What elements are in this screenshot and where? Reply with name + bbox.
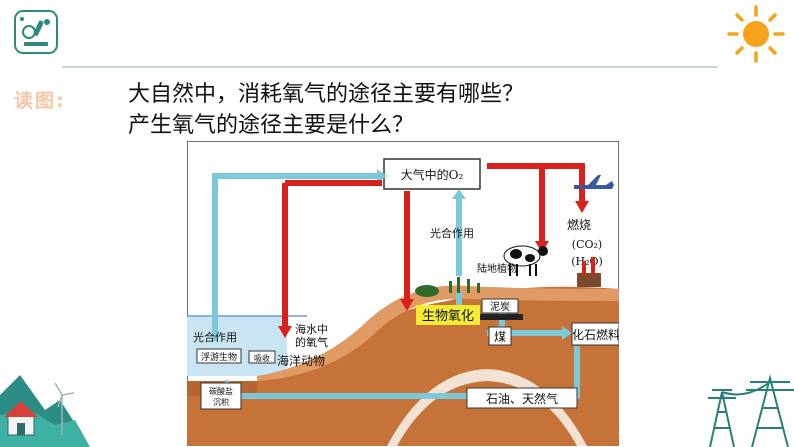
question-2: 产生氧气的途径主要是什么？ <box>128 113 415 138</box>
fossil-fuel-box <box>571 322 619 346</box>
combustion-label: 燃烧 <box>567 217 591 232</box>
oil-gas-box <box>466 387 578 409</box>
land-surface <box>257 285 619 381</box>
photosynthesis-sea-label: 光合作用 <box>193 330 237 344</box>
plankton-box <box>196 348 242 364</box>
peat-label: 泥炭 <box>490 300 510 313</box>
carbonate-label-1: 碳酸盐 <box>209 386 233 396</box>
carbonate-box <box>200 382 242 410</box>
red-arrowheads <box>278 201 589 338</box>
h2o-label: (H₂O) <box>571 255 603 268</box>
power-tower-icon <box>708 374 794 447</box>
lab-logo-icon <box>14 10 58 54</box>
cow-icon <box>503 245 548 276</box>
sun-icon <box>727 5 785 63</box>
marine-animals-label: 海洋动物 <box>277 353 325 368</box>
absorb-label: 吸收 <box>254 353 270 363</box>
carbonate-label-2: 沉积 <box>213 397 229 407</box>
house-scene <box>0 375 90 447</box>
oil-gas-label: 石油、天然气 <box>486 391 558 406</box>
seawater-o2-label-1: 海水中 <box>295 322 328 336</box>
fossil-fuel-label: 化石燃料 <box>572 327 619 342</box>
photosynthesis-land-label: 光合作用 <box>430 226 474 240</box>
atmosphere-label: 大气中的O₂ <box>401 167 464 182</box>
bio-oxidation-label: 生物氧化 <box>422 309 474 324</box>
read-label: 读图: <box>14 90 66 112</box>
header-divider <box>62 66 718 68</box>
seawater-o2-label-2: 的氧气 <box>295 335 328 349</box>
oxygen-cycle-diagram: 大气中的O₂ 燃烧 (CO₂) (H₂O) <box>187 141 619 446</box>
absorb-box <box>248 350 276 364</box>
house-icon <box>4 401 38 436</box>
wind-turbine-icon <box>54 382 75 435</box>
land-plants-label: 陆地植物 <box>477 262 517 275</box>
factory-icon <box>577 257 601 287</box>
plankton-label: 浮游生物 <box>201 351 237 363</box>
atmosphere-box <box>383 158 481 190</box>
question-1: 大自然中，消耗氧气的途径主要有哪些？ <box>128 82 525 107</box>
bio-oxidation-highlight <box>416 305 480 325</box>
sea-area <box>187 316 287 376</box>
peat-box <box>481 298 519 314</box>
land-plants <box>415 277 480 297</box>
coal-box <box>488 326 512 346</box>
airplane-icon <box>574 175 614 189</box>
co2-label: (CO₂) <box>572 238 602 251</box>
red-flows <box>282 163 585 326</box>
coal-label: 煤 <box>494 330 506 344</box>
